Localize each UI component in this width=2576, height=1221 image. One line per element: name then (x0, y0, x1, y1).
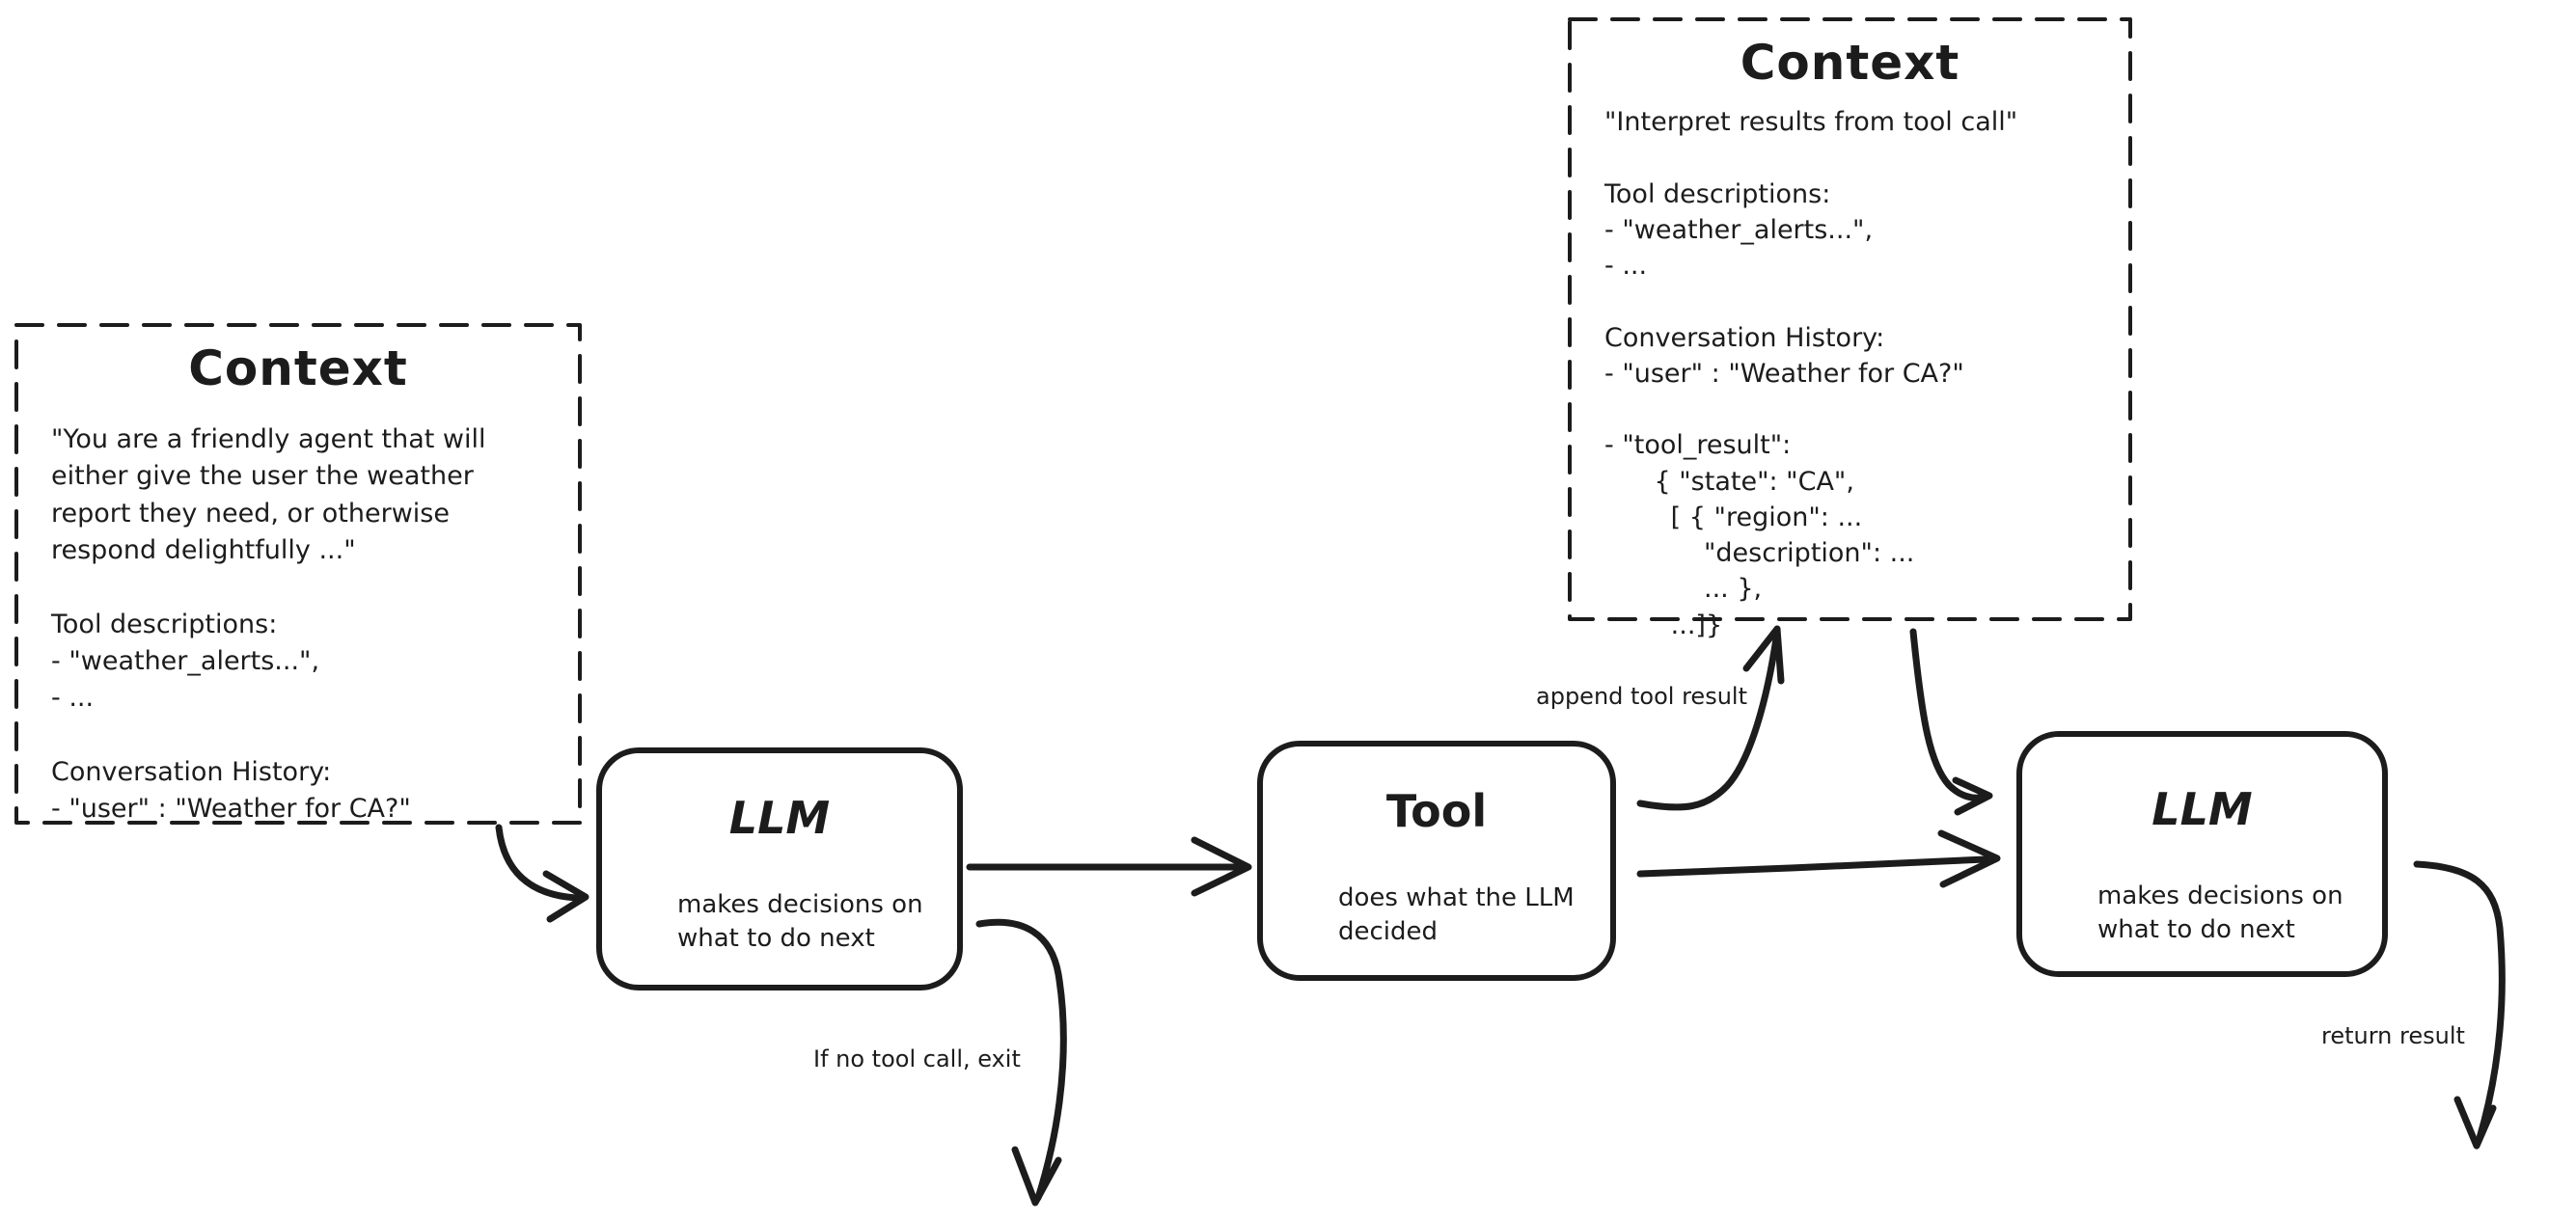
context-box-initial: Context "You are a friendly agent that w… (16, 325, 580, 824)
arrow-llm2-return-head (2453, 1096, 2497, 1150)
llm-node-second-title: LLM (2151, 783, 2253, 835)
llm-node-first-subtitle: makes decisions on what to do next (677, 890, 923, 954)
arrow-context-to-llm1-head (542, 870, 589, 923)
llm-node-first-title: LLM (728, 792, 831, 844)
tool-node-title: Tool (1385, 785, 1488, 837)
arrow-llm2-return (2413, 860, 2506, 1142)
context-box-with-tool-result-title: Context (1740, 35, 1960, 91)
context-box-initial-title: Context (188, 340, 408, 396)
llm-node-second: LLM makes decisions on what to do next (2016, 731, 2388, 977)
context-box-with-tool-result-body: "Interpret results from tool call" Tool … (1604, 107, 2018, 640)
arrow-llm1-to-tool-head (1191, 836, 1252, 897)
arrow-context-to-llm1 (495, 824, 581, 902)
edge-label-append-tool-result: append tool result (1536, 683, 1747, 710)
tool-node-subtitle: does what the LLM decided (1338, 883, 1575, 947)
arrow-context-to-llm2 (1909, 628, 1984, 801)
tool-node: Tool does what the LLM decided (1257, 741, 1616, 981)
arrow-context-to-llm2-head (1952, 776, 1993, 816)
llm-node-first: LLM makes decisions on what to do next (596, 747, 963, 990)
arrow-llm1-exit-head (1011, 1146, 1062, 1207)
arrow-tool-to-llm2-head (1937, 829, 2001, 888)
context-box-with-tool-result: Context "Interpret results from tool cal… (1570, 19, 2130, 640)
arrow-tool-to-llm2 (1636, 855, 1989, 878)
context-box-initial-body: "You are a friendly agent that will eith… (51, 424, 486, 825)
edge-label-return-result: return result (2321, 1022, 2465, 1049)
edge-label-if-no-tool-call-exit: If no tool call, exit (813, 1045, 1021, 1072)
llm-node-second-subtitle: makes decisions on what to do next (2097, 882, 2343, 945)
arrow-tool-to-context (1636, 635, 1780, 811)
